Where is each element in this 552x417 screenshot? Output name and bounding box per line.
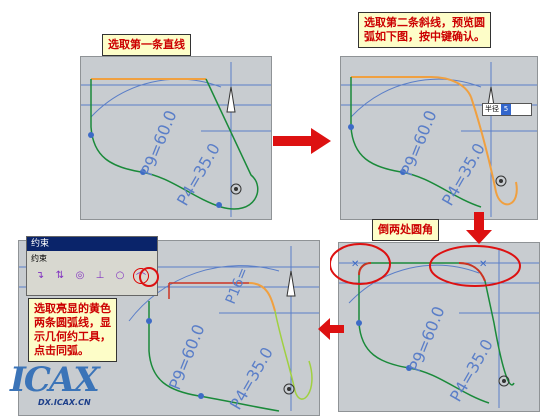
selected-slant-line[interactable]	[470, 96, 518, 206]
fillet-arc[interactable]	[358, 262, 372, 276]
constraint-toolbar[interactable]: 约束 约束 ↴ ⇅ ◎ ⊥ ○ ⌒	[26, 236, 158, 296]
arrow-right-icon	[273, 128, 331, 154]
highlight-ellipse	[429, 245, 521, 287]
dimension-label-p16[interactable]: P16=	[223, 265, 252, 306]
vertex-point[interactable]	[140, 169, 146, 175]
dimension-arc	[128, 265, 280, 322]
direction-marker-icon	[226, 86, 236, 113]
center-point[interactable]	[495, 175, 507, 187]
viewport-panel-2[interactable]: P9=60.0 P4=35.0	[340, 56, 538, 220]
highlight-ellipse	[330, 243, 391, 285]
arrow-down-icon	[466, 212, 492, 244]
step1-text: 选取第一条直线	[108, 38, 185, 51]
vertex-point[interactable]	[356, 320, 362, 326]
vertex-point[interactable]	[198, 393, 204, 399]
sketch-canvas-3[interactable]: ✕ ✕ P9=60.0 P4=35.0	[339, 243, 539, 411]
preview-arc[interactable]	[351, 76, 472, 98]
vertex-point[interactable]	[400, 169, 406, 175]
icax-logo: ICAX DX.ICAX.CN	[4, 358, 114, 414]
dimension-label-p4[interactable]: P4=35.0	[438, 140, 489, 209]
perpendicular-icon[interactable]: ⊥	[95, 269, 105, 281]
flow-arrow-left	[318, 318, 344, 340]
double-arrow-icon[interactable]: ⇅	[55, 269, 65, 281]
step4-text-line3: 示几何约工具，	[34, 330, 111, 343]
logo-text: ICAX	[10, 360, 100, 400]
direction-marker-icon	[286, 270, 296, 297]
dimension-label-p9[interactable]: P9=60.0	[397, 108, 440, 179]
flow-arrow-right	[273, 128, 331, 154]
toolbar-title[interactable]: 约束	[27, 237, 157, 251]
vertex-point[interactable]	[406, 365, 412, 371]
fillet-arc[interactable]	[458, 262, 486, 282]
center-point[interactable]	[498, 375, 510, 387]
step4-callout: 选取亮显的黄色 两条圆弧线，显 示几何约工具， 点击同弧。	[28, 298, 117, 362]
vertex-point[interactable]	[348, 124, 354, 130]
step1-callout: 选取第一条直线	[102, 34, 191, 56]
sketch-canvas-2[interactable]: P9=60.0 P4=35.0	[341, 57, 537, 219]
step3-callout: 倒两处圆角	[372, 219, 439, 241]
vertex-point[interactable]	[88, 132, 94, 138]
tangent-icon[interactable]: ○	[115, 269, 125, 281]
sketch-canvas-1[interactable]: P9=60.0 P4=35.0	[81, 57, 271, 219]
dimension-label-p9[interactable]: P9=60.0	[165, 322, 208, 393]
concentric-icon[interactable]: ◎	[75, 269, 85, 281]
vertex-point[interactable]	[216, 202, 222, 208]
highlight-circle	[139, 267, 159, 287]
viewport-panel-1[interactable]: P9=60.0 P4=35.0	[80, 56, 272, 220]
logo-url: DX.ICAX.CN	[38, 398, 91, 407]
x-marker-icon: ✕	[479, 259, 487, 270]
step4-text-line1: 选取亮显的黄色	[34, 302, 111, 315]
sketch-profile[interactable]	[90, 78, 259, 210]
flow-arrow-down	[466, 212, 492, 244]
center-point	[502, 379, 506, 383]
dimension-label-p4[interactable]: P4=35.0	[173, 140, 224, 209]
center-point	[234, 187, 238, 191]
arrow-icon[interactable]: ↴	[35, 269, 45, 281]
highlight-overlay	[330, 243, 521, 287]
radius-value[interactable]: 5	[501, 104, 511, 115]
dimension-label-p4[interactable]: P4=35.0	[446, 336, 497, 405]
center-point[interactable]	[230, 183, 242, 195]
sketch-canvas-4[interactable]: P16= P9=60.0 P4=35.0	[19, 241, 319, 415]
step4-text-line4: 点击同弧。	[34, 344, 89, 357]
center-point	[499, 179, 503, 183]
vertex-point[interactable]	[146, 318, 152, 324]
button-highlight-overlay	[139, 267, 159, 287]
dimension-arc	[350, 78, 482, 118]
step4-text-line2: 两条圆弧线，显	[34, 316, 111, 329]
dimension-label-p9[interactable]: P9=60.0	[137, 108, 180, 179]
dimension-label-p4[interactable]: P4=35.0	[226, 344, 277, 413]
dimension-label-p9[interactable]: P9=60.0	[405, 304, 448, 375]
dimension-arc	[90, 78, 222, 118]
step2-text-line2: 弧如下图，按中键确认。	[364, 30, 485, 43]
radius-label: 半径	[485, 105, 499, 113]
arrow-left-icon	[318, 318, 344, 340]
step2-callout: 选取第二条斜线，预览圆 弧如下图，按中键确认。	[358, 12, 491, 48]
step3-text: 倒两处圆角	[378, 223, 433, 236]
center-point[interactable]	[283, 383, 295, 395]
x-marker-icon: ✕	[351, 259, 359, 270]
viewport-panel-3[interactable]: ✕ ✕ P9=60.0 P4=35.0	[338, 242, 540, 412]
highlighted-arc[interactable]	[248, 282, 276, 312]
toolbar-subtitle: 约束	[31, 254, 47, 263]
step2-text-line1: 选取第二条斜线，预览圆	[364, 16, 485, 29]
center-point	[287, 387, 291, 391]
dimension-arc	[348, 264, 480, 304]
highlighted-arc[interactable]	[274, 310, 313, 400]
